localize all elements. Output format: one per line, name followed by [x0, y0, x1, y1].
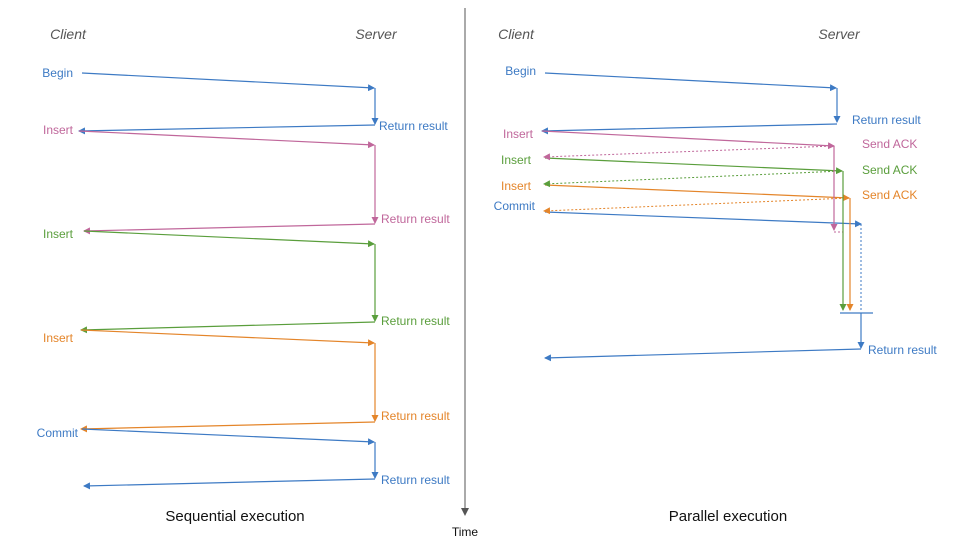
seq-client-label-begin: Begin [42, 66, 73, 80]
par-commit-request [544, 211, 862, 228]
seq-client-label-insert1: Insert [43, 123, 74, 137]
seq-insert3-request [80, 329, 375, 347]
seq-begin-request [81, 72, 375, 92]
seq-insert1-request [78, 130, 375, 149]
par-begin-response [541, 123, 838, 135]
parallel-panel: Client Server Begin Insert Insert Insert… [494, 26, 938, 525]
par-server-label-begin-result: Return result [852, 113, 921, 127]
par-server-label-ack2: Send ACK [862, 163, 917, 177]
par-client-label-insert2: Insert [501, 153, 532, 167]
seq-server-label-commit: Return result [381, 473, 450, 487]
par-insert3-ack [543, 197, 850, 215]
seq-server-label-insert2: Return result [381, 314, 450, 328]
par-insert1-ack [543, 145, 835, 161]
par-client-header: Client [498, 26, 535, 42]
par-server-label-ack1: Send ACK [862, 137, 917, 151]
seq-client-header: Client [50, 26, 87, 42]
seq-client-label-insert3: Insert [43, 331, 74, 345]
seq-client-label-commit: Commit [37, 426, 79, 440]
par-insert2-ack [543, 170, 843, 188]
sequential-panel: Client Server Begin Insert Insert Insert… [37, 26, 451, 525]
time-axis-label: Time [452, 525, 479, 539]
par-client-label-commit: Commit [494, 199, 536, 213]
par-begin-request [544, 72, 837, 92]
par-server-label-commit-result: Return result [868, 343, 937, 357]
par-commit-response [544, 348, 862, 362]
seq-begin-response [78, 124, 376, 135]
seq-server-label-insert1: Return result [381, 212, 450, 226]
seq-server-header: Server [355, 26, 398, 42]
seq-client-label-insert2: Insert [43, 227, 74, 241]
seq-insert2-response [80, 321, 376, 334]
par-insert1-request [541, 130, 835, 150]
par-insert2-request [544, 157, 843, 175]
par-client-label-begin: Begin [505, 64, 536, 78]
seq-commit-request [81, 428, 375, 446]
seq-server-label-begin: Return result [379, 119, 448, 133]
par-client-label-insert1: Insert [503, 127, 534, 141]
par-insert3-request [544, 184, 850, 202]
seq-server-label-insert3: Return result [381, 409, 450, 423]
seq-insert2-request [83, 230, 375, 248]
seq-insert1-response [83, 223, 376, 235]
par-server-label-ack3: Send ACK [862, 188, 917, 202]
par-caption: Parallel execution [669, 508, 787, 525]
seq-insert3-response [80, 421, 376, 433]
par-client-label-insert3: Insert [501, 179, 532, 193]
par-server-header: Server [818, 26, 861, 42]
seq-caption: Sequential execution [165, 508, 304, 525]
seq-commit-response [83, 478, 376, 490]
